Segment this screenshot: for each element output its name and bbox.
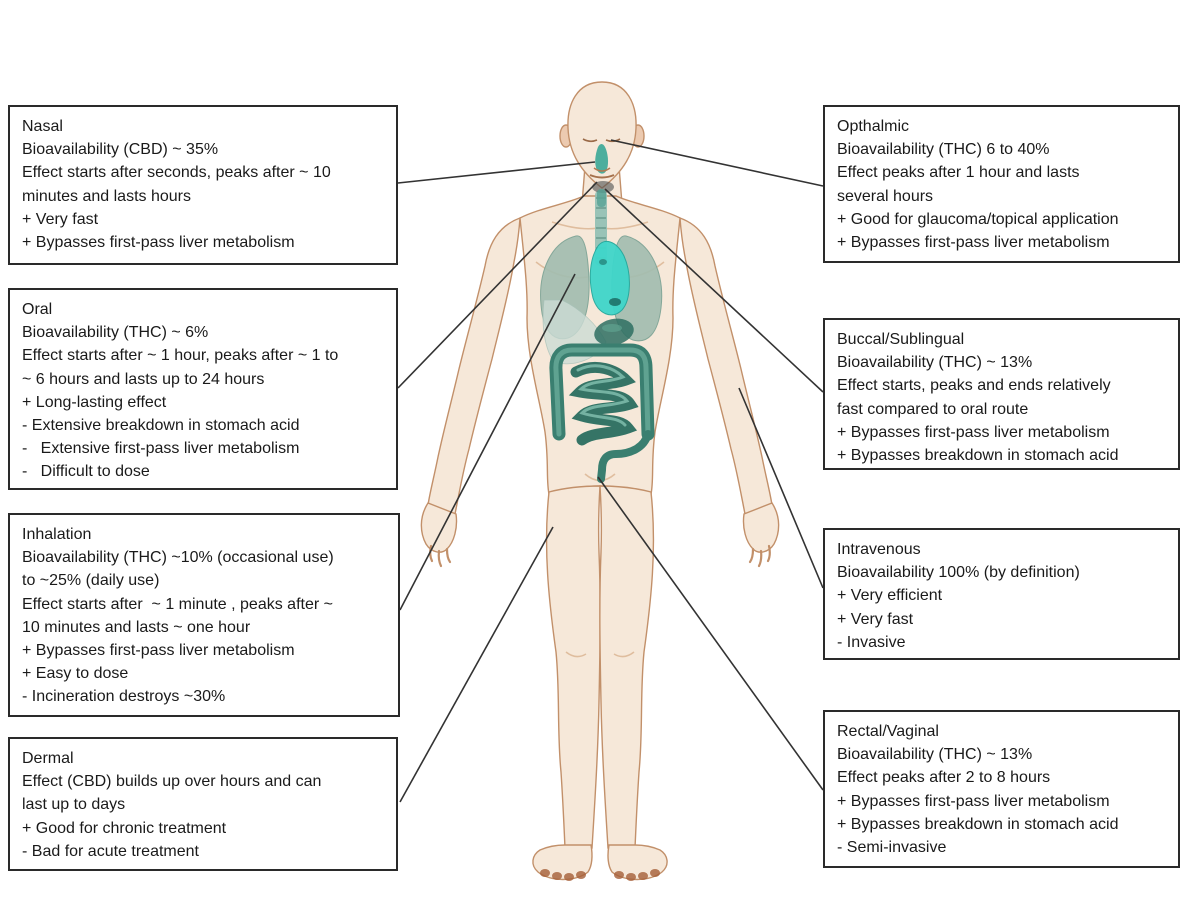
route-line: + Bypasses first-pass liver metabolism [22,641,295,659]
route-title-rectal-vaginal: Rectal/Vaginal [837,723,939,740]
toes [540,869,660,881]
heart-shadow-2 [599,259,607,265]
right-arm [679,216,773,515]
colon-highlight [553,347,651,437]
route-line: + Bypasses breakdown in stomach acid [837,815,1119,833]
route-line: Effect peaks after 1 hour and lasts [837,164,1080,182]
route-box-rectal-vaginal: Rectal/Vaginal Bioavailability (THC) ~ 1… [823,710,1180,868]
route-title-opthalmic: Opthalmic [837,118,910,135]
left-fingers [429,544,452,568]
route-box-intravenous: Intravenous Bioavailability 100% (by def… [823,528,1180,660]
route-line: Effect (CBD) builds up over hours and ca… [22,773,322,791]
route-box-nasal: Nasal Bioavailability (CBD) ~ 35% Effect… [8,105,398,265]
left-eye [582,138,598,143]
route-line: - Extensive breakdown in stomach acid [22,416,300,434]
route-title-dermal: Dermal [22,750,74,767]
route-line: - Difficult to dose [22,463,150,481]
rectal-connector [597,476,824,791]
stomach-highlight [602,324,622,332]
route-box-opthalmic: Opthalmic Bioavailability (THC) 6 to 40%… [823,105,1180,263]
right-leg [599,485,655,849]
route-line: Effect starts after seconds, peaks after… [22,164,331,182]
heart-mediastinum [589,240,630,316]
nasal-connector [397,161,596,184]
small-intestine [568,362,639,446]
opthalmic-connector [610,139,824,187]
route-line: - Incineration destroys ~30% [22,688,226,706]
route-box-buccal-sublingual: Buccal/Sublingual Bioavailability (THC) … [823,318,1180,470]
route-line: - Extensive first-pass liver metabolism [22,440,300,458]
route-line: Bioavailability (THC) ~ 13% [837,354,1033,372]
route-box-dermal: Dermal Effect (CBD) builds up over hours… [8,737,398,871]
route-line: - Bad for acute treatment [22,842,199,860]
route-line: + Very fast [22,210,99,228]
throat [597,189,606,207]
dermal-connector [399,526,554,803]
rectum [597,430,652,483]
route-line: ~ 6 hours and lasts up to 24 hours [22,370,265,388]
right-hand [742,502,780,553]
route-line: Bioavailability (CBD) ~ 35% [22,141,219,159]
route-line: several hours [837,187,934,205]
route-title-oral: Oral [22,301,53,318]
inhalation-connector [399,273,576,611]
route-line: + Bypasses breakdown in stomach acid [837,446,1119,464]
route-line: + Bypasses first-pass liver metabolism [837,233,1110,251]
route-line: + Bypasses first-pass liver metabolism [837,792,1110,810]
nasal-cavity [595,144,609,174]
left-hand [420,502,458,553]
route-line: + Good for chronic treatment [22,819,227,837]
left-leg [545,485,601,849]
oral-connector [397,181,598,389]
route-line: Bioavailability (THC) ~ 13% [837,746,1033,764]
route-line: + Good for glaucoma/topical application [837,210,1119,228]
route-line: Bioavailability (THC) 6 to 40% [837,141,1050,159]
intravenous-connector [738,387,824,589]
route-line: fast compared to oral route [837,400,1029,418]
route-line: - Invasive [837,633,906,651]
route-line: + Long-lasting effect [22,393,167,411]
heart-shadow [609,298,621,306]
right-fingers [748,544,771,568]
oral-cavity [592,181,614,193]
route-line: + Very fast [837,610,914,628]
route-line: 10 minutes and lasts ~ one hour [22,618,251,636]
route-line: + Easy to dose [22,665,129,683]
internal-organs [540,190,663,483]
route-line: Effect starts after ~ 1 minute , peaks a… [22,595,333,613]
face-details [582,138,621,207]
route-line: minutes and lasts hours [22,187,191,205]
route-line: Effect starts after ~ 1 hour, peaks afte… [22,347,339,365]
route-line: + Bypasses first-pass liver metabolism [22,233,295,251]
small-intestine-highlight [576,364,630,427]
connector-lines [397,139,824,803]
route-line: Bioavailability (THC) ~ 6% [22,324,209,342]
route-title-nasal: Nasal [22,118,63,135]
nose-base [593,167,611,172]
route-line: Bioavailability (THC) ~10% (occasional u… [22,549,334,567]
route-line: + Very efficient [837,587,943,605]
stomach [594,318,634,346]
route-box-inhalation: Inhalation Bioavailability (THC) ~10% (o… [8,513,400,717]
route-title-inhalation: Inhalation [22,526,92,543]
route-line: Effect starts, peaks and ends relatively [837,377,1111,395]
route-line: Effect peaks after 2 to 8 hours [837,769,1051,787]
buccal-connector [604,188,824,393]
route-line: + Bypasses first-pass liver metabolism [837,423,1110,441]
route-line: - Semi-invasive [837,838,947,856]
route-box-oral: Oral Bioavailability (THC) ~ 6% Effect s… [8,288,398,490]
route-line: to ~25% (daily use) [22,572,160,590]
route-title-intravenous: Intravenous [837,541,921,558]
route-title-buccal-sublingual: Buccal/Sublingual [837,331,965,348]
mouth [589,174,615,179]
route-line: Bioavailability 100% (by definition) [837,564,1080,582]
route-line: last up to days [22,796,126,814]
